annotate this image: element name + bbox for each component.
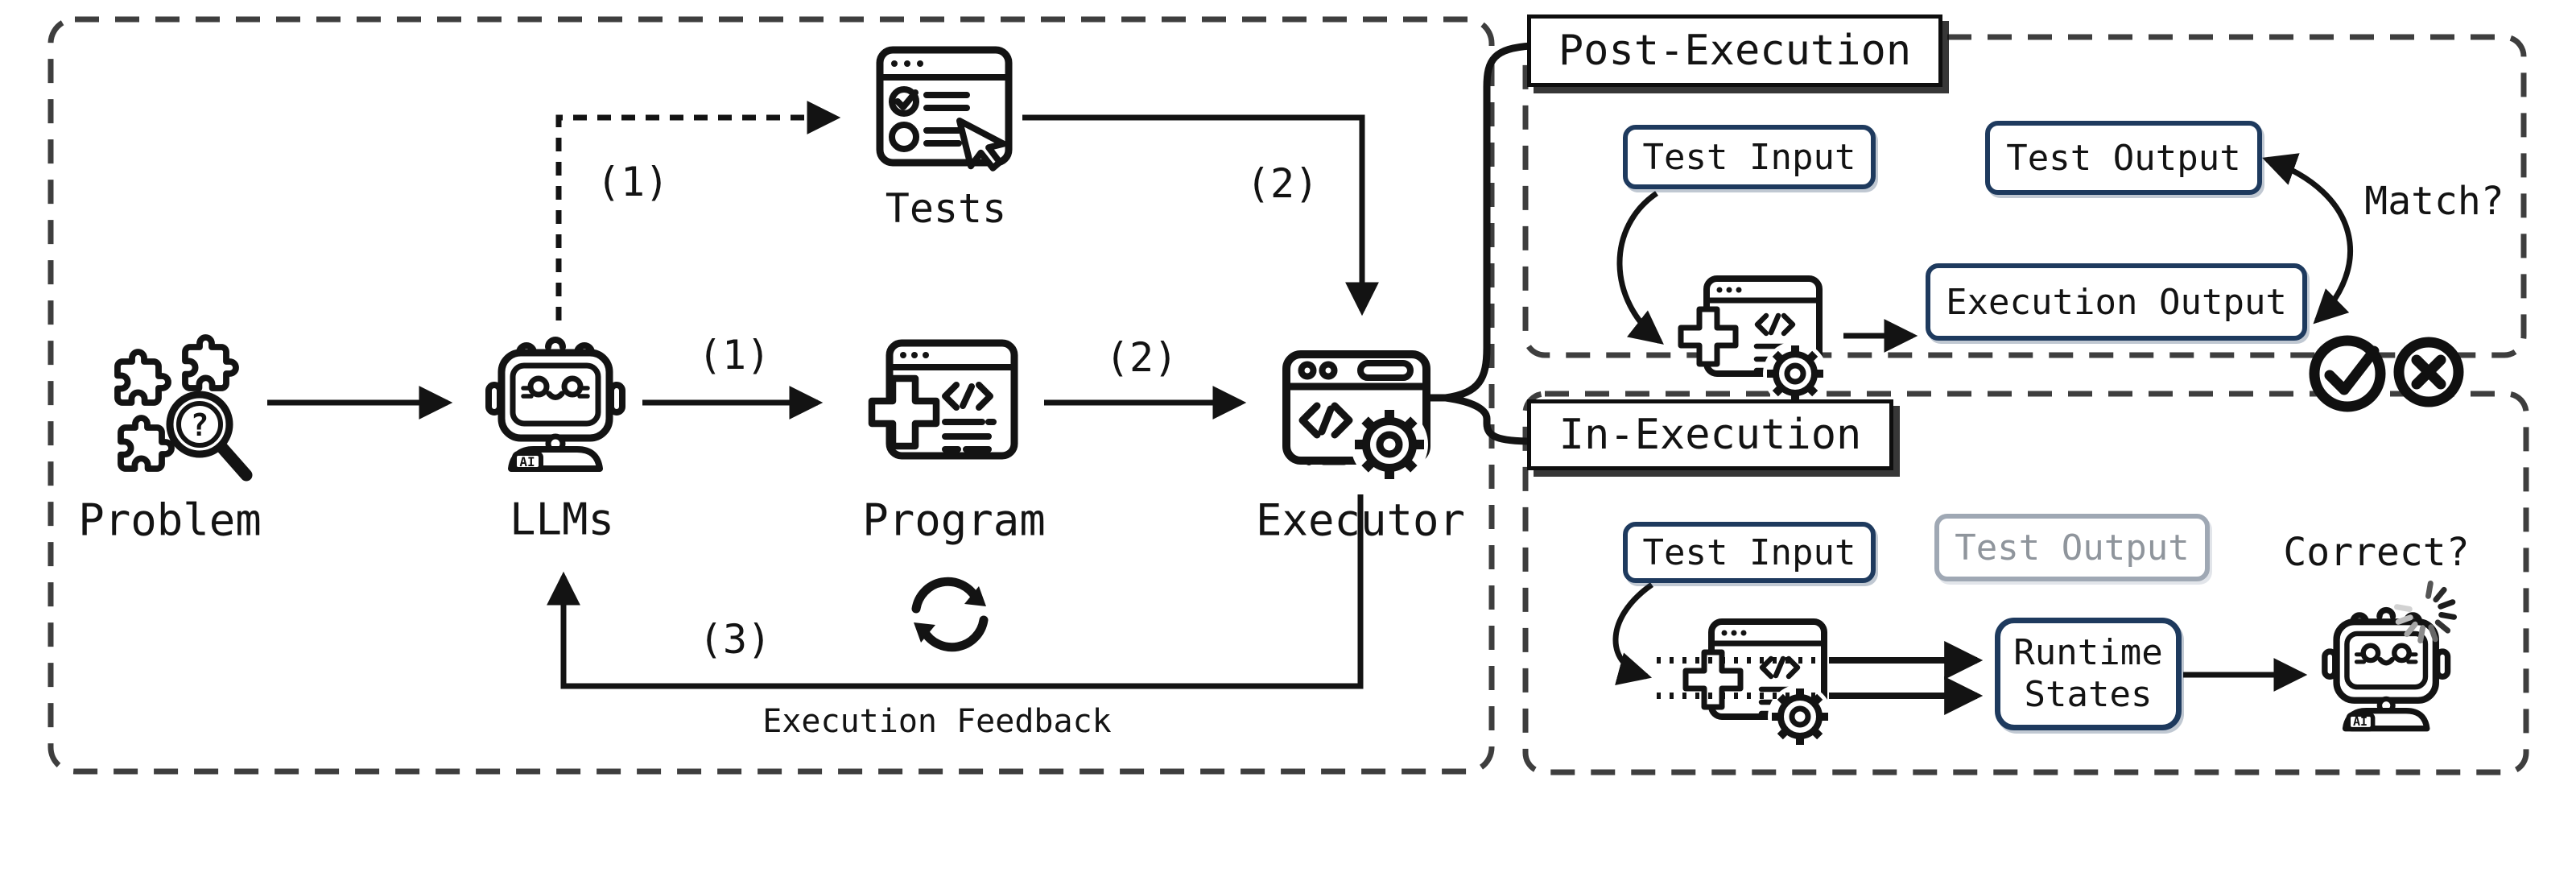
- post-test-output-box: Test Output: [1985, 121, 2262, 195]
- in-execution-title-text: In-Execution: [1558, 411, 1862, 459]
- execution-output-box: Execution Output: [1926, 263, 2307, 341]
- svg-text:AI: AI: [519, 454, 535, 469]
- inexec-test-output-text: Test Output: [1955, 527, 2190, 569]
- cursor-icon: [956, 118, 1007, 172]
- problem-puzzle-icon: [114, 334, 239, 472]
- check-circle-icon: [2309, 335, 2386, 412]
- runtime-trace-lines: [1657, 641, 1984, 715]
- inexec-robot-icon: AI: [2325, 610, 2448, 730]
- correct-question-label: Correct?: [2283, 530, 2470, 575]
- arrow-testinput-program-post: [1616, 191, 1664, 345]
- edge-label-llms-tests: (1): [596, 159, 670, 205]
- arrow-testinput-program-inexec: [1612, 582, 1654, 685]
- arrow-tests-executor: [1022, 114, 1379, 316]
- executor-label: Executor: [1255, 494, 1466, 546]
- svg-text:?: ?: [191, 407, 209, 443]
- post-test-output-text: Test Output: [2006, 137, 2241, 179]
- post-program-gear-icon: [1681, 279, 1827, 406]
- program-code-icon: [868, 339, 1018, 460]
- inexec-program-gear-icon: [1686, 622, 1832, 749]
- curly-brace: [1445, 42, 1537, 445]
- plus-cross-icon: [868, 374, 940, 450]
- arrow-llms-tests-dashed: [555, 101, 841, 320]
- runtime-states-line2: States: [2024, 674, 2153, 715]
- llms-robot-icon: AI: [489, 340, 622, 469]
- tests-label: Tests: [885, 185, 1007, 232]
- inexec-test-input-box: Test Input: [1623, 522, 1876, 583]
- edge-label-tests-executor: (2): [1245, 160, 1319, 207]
- inexec-test-output-box: Test Output: [1934, 514, 2210, 581]
- inexec-test-input-text: Test Input: [1642, 531, 1856, 573]
- cross-circle-icon: [2393, 337, 2464, 407]
- llms-label: LLMs: [509, 494, 615, 545]
- left-flow-dashed-border: [47, 16, 1495, 775]
- post-execution-dashed-border: [1522, 34, 2527, 358]
- program-label: Program: [862, 494, 1046, 546]
- post-execution-title-text: Post-Execution: [1558, 27, 1912, 75]
- problem-label: Problem: [78, 494, 262, 546]
- arrow-match-compare: [2262, 153, 2354, 325]
- match-question-label: Match?: [2364, 179, 2504, 224]
- edge-label-program-executor: (2): [1104, 334, 1179, 381]
- svg-text:AI: AI: [2353, 714, 2368, 729]
- refresh-cycle-icon: [911, 577, 989, 652]
- flow-arrows: [267, 101, 1379, 689]
- post-test-input-text: Test Input: [1642, 136, 1856, 178]
- executor-gear-icon: [1282, 350, 1430, 483]
- execution-output-text: Execution Output: [1946, 281, 2287, 323]
- magnifier-question-icon: ?: [166, 391, 253, 482]
- post-execution-title: Post-Execution: [1527, 14, 1942, 87]
- edge-label-llms-program: (1): [697, 332, 771, 378]
- tests-checklist-icon: [876, 46, 1013, 172]
- edge-label-feedback: (3): [698, 616, 772, 663]
- feedback-caption: Execution Feedback: [762, 703, 1112, 740]
- thinking-spinner-icon: [2394, 581, 2457, 643]
- runtime-states-line1: Runtime: [2013, 632, 2163, 674]
- in-execution-title: In-Execution: [1527, 399, 1893, 470]
- post-test-input-box: Test Input: [1623, 125, 1876, 189]
- arrow-feedback-loop: [547, 494, 1364, 689]
- runtime-states-box: Runtime States: [1995, 618, 2182, 730]
